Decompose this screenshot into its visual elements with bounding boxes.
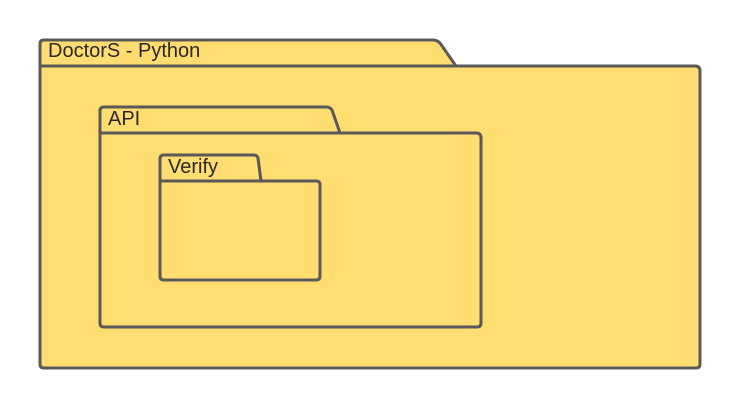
package-verify-folder bbox=[158, 153, 322, 282]
package-verify[interactable]: Verify bbox=[158, 153, 322, 282]
package-api-label: API bbox=[108, 108, 140, 130]
package-doctors-python-label: DoctorS - Python bbox=[48, 40, 200, 62]
package-verify-label: Verify bbox=[168, 156, 218, 178]
